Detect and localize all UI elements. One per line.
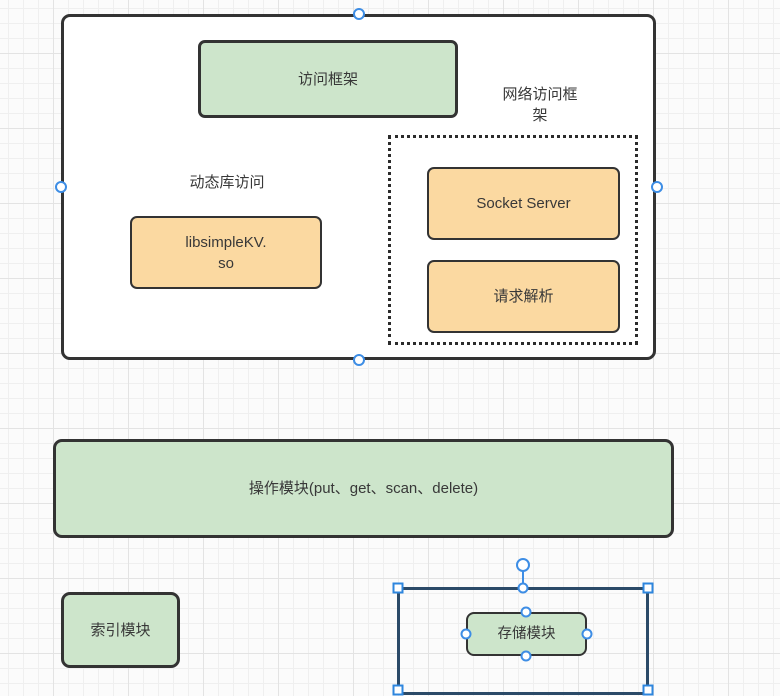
outer-frame-handle-right[interactable] [651, 181, 663, 193]
dynamic-lib-caption-text: 动态库访问 [189, 174, 265, 191]
libsimplekv-label-line2: so [218, 254, 234, 272]
network-frame-caption[interactable]: 网络访问框 架 [475, 84, 605, 126]
storage-handle-left[interactable] [460, 628, 472, 640]
storage-module-label: 存储模块 [497, 625, 556, 642]
access-frame-box[interactable]: 访问框架 [198, 40, 458, 118]
index-module-box[interactable]: 索引模块 [61, 592, 180, 668]
storage-handle-bottom[interactable] [520, 650, 532, 662]
container-handle-top-left[interactable] [392, 582, 404, 594]
network-frame-dotted-group[interactable] [388, 135, 638, 345]
container-handle-bottom-right[interactable] [642, 684, 654, 696]
libsimplekv-label: libsimpleKV. so [185, 232, 266, 274]
socket-server-label: Socket Server [476, 195, 571, 212]
rotation-handle-stem [522, 571, 524, 588]
storage-handle-right[interactable] [581, 628, 593, 640]
container-handle-top-center[interactable] [517, 582, 529, 594]
access-frame-label: 访问框架 [297, 70, 358, 88]
outer-frame-handle-top[interactable] [353, 8, 365, 20]
storage-handle-top[interactable] [520, 606, 532, 618]
operation-module-label: 操作模块(put、get、scan、delete) [248, 480, 479, 497]
container-handle-top-right[interactable] [642, 582, 654, 594]
libsimplekv-box[interactable]: libsimpleKV. so [130, 216, 322, 289]
index-module-label: 索引模块 [90, 621, 151, 639]
request-parse-box[interactable]: 请求解析 [427, 260, 620, 333]
network-frame-caption-line2: 架 [532, 107, 548, 124]
network-frame-caption-line1: 网络访问框 [502, 86, 578, 103]
outer-frame-handle-bottom[interactable] [353, 354, 365, 366]
dynamic-lib-caption[interactable]: 动态库访问 [157, 172, 297, 193]
request-parse-label: 请求解析 [493, 288, 554, 305]
storage-module-box[interactable]: 存储模块 [466, 612, 587, 656]
libsimplekv-label-line1: libsimpleKV. [185, 233, 267, 251]
operation-module-box[interactable]: 操作模块(put、get、scan、delete) [53, 439, 674, 538]
socket-server-box[interactable]: Socket Server [427, 167, 620, 240]
container-handle-bottom-left[interactable] [392, 684, 404, 696]
outer-frame-handle-left[interactable] [55, 181, 67, 193]
rotation-handle[interactable] [516, 558, 530, 572]
